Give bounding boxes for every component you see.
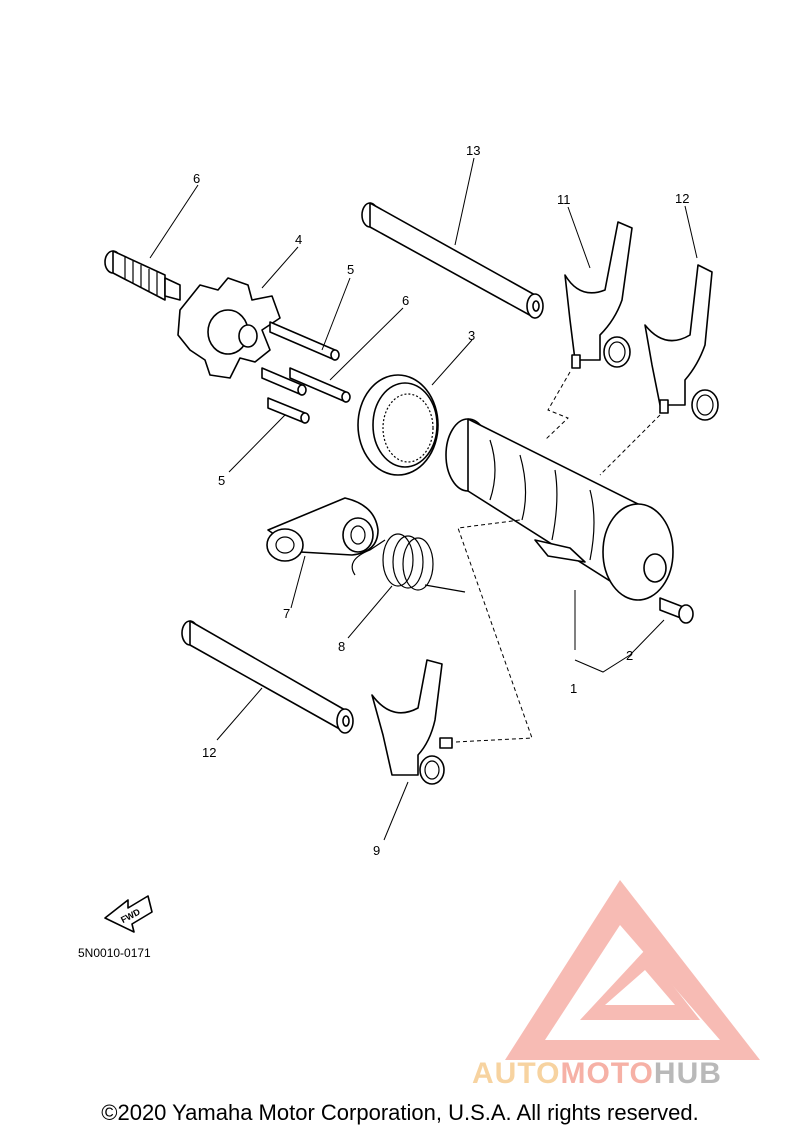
part-9-spring — [351, 533, 466, 593]
callout-5-bottom: 5 — [218, 473, 225, 488]
leader-lines — [149, 157, 698, 841]
copyright-footer: ©2020 Yamaha Motor Corporation, U.S.A. A… — [101, 1100, 699, 1125]
callout-11: 11 — [557, 192, 571, 207]
part-6-pin — [289, 367, 351, 403]
part-2-pin — [659, 597, 694, 624]
alignment-lines — [455, 371, 661, 743]
part-1-shift-drum — [445, 418, 674, 601]
callout-14: 13 — [466, 143, 480, 158]
callout-9: 8 — [338, 639, 345, 654]
callout-2: 2 — [626, 648, 633, 663]
part-7-bolt — [104, 250, 181, 301]
watermark-text: AUTOMOTOHUB — [472, 1057, 722, 1091]
callout-10: 9 — [373, 843, 380, 858]
part-4-segment — [177, 277, 281, 379]
callout-8: 7 — [283, 606, 290, 621]
part-10-shift-fork — [371, 659, 453, 785]
callout-4: 4 — [295, 232, 302, 247]
part-11-shift-fork — [564, 221, 633, 369]
callout-1: 1 — [570, 681, 577, 696]
part-12-shift-fork — [644, 264, 719, 421]
watermark-hub: HUB — [653, 1057, 722, 1090]
fwd-arrow-icon: FWD — [104, 895, 153, 933]
diagram-code: 5N0010-0171 — [78, 946, 151, 960]
callout-7: 6 — [193, 171, 200, 186]
callout-13: 12 — [202, 745, 216, 760]
part-13-guide-bar — [181, 620, 354, 734]
part-5-pins — [261, 321, 340, 424]
part-8-stopper-lever — [266, 497, 379, 562]
watermark-moto: MOTO — [560, 1057, 654, 1090]
watermark-logo — [505, 880, 760, 1060]
callout-12: 12 — [675, 191, 689, 206]
watermark-auto: AUTO — [472, 1057, 561, 1090]
part-3-bearing — [357, 374, 439, 476]
callout-5-top: 5 — [347, 262, 354, 277]
part-14-guide-bar — [361, 202, 544, 319]
callout-6: 6 — [402, 293, 409, 308]
callout-3: 3 — [468, 328, 475, 343]
callouts: 6 4 5 6 13 3 11 12 5 7 8 2 1 12 9 — [193, 143, 689, 858]
